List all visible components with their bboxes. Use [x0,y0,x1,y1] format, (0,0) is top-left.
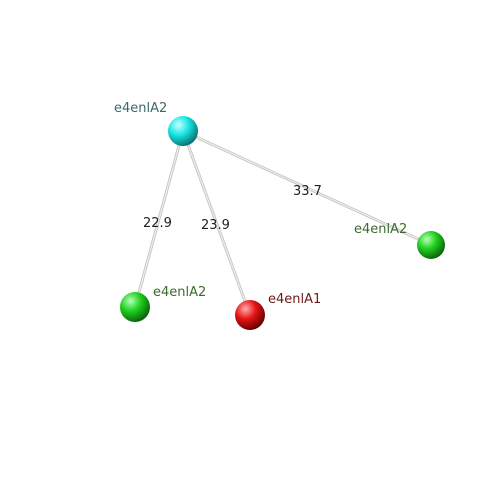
node-mid [235,300,265,330]
node-label-right: e4enlA2 [354,222,407,237]
node-label-hub: e4enlA2 [114,101,167,116]
edge-label-hub-left: 22.9 [143,216,172,231]
edge-highlight-hub-mid [182,130,251,316]
node-label-left: e4enlA2 [153,285,206,300]
edge-highlight-hub-right [182,130,432,246]
node-hub [168,116,198,146]
node-right [417,231,445,259]
node-label-mid: e4enlA1 [268,292,321,307]
edge-highlight-hub-left [134,130,184,308]
edge-label-hub-right: 33.7 [293,184,322,199]
edge-label-hub-mid: 23.9 [201,218,230,233]
node-left [120,292,150,322]
